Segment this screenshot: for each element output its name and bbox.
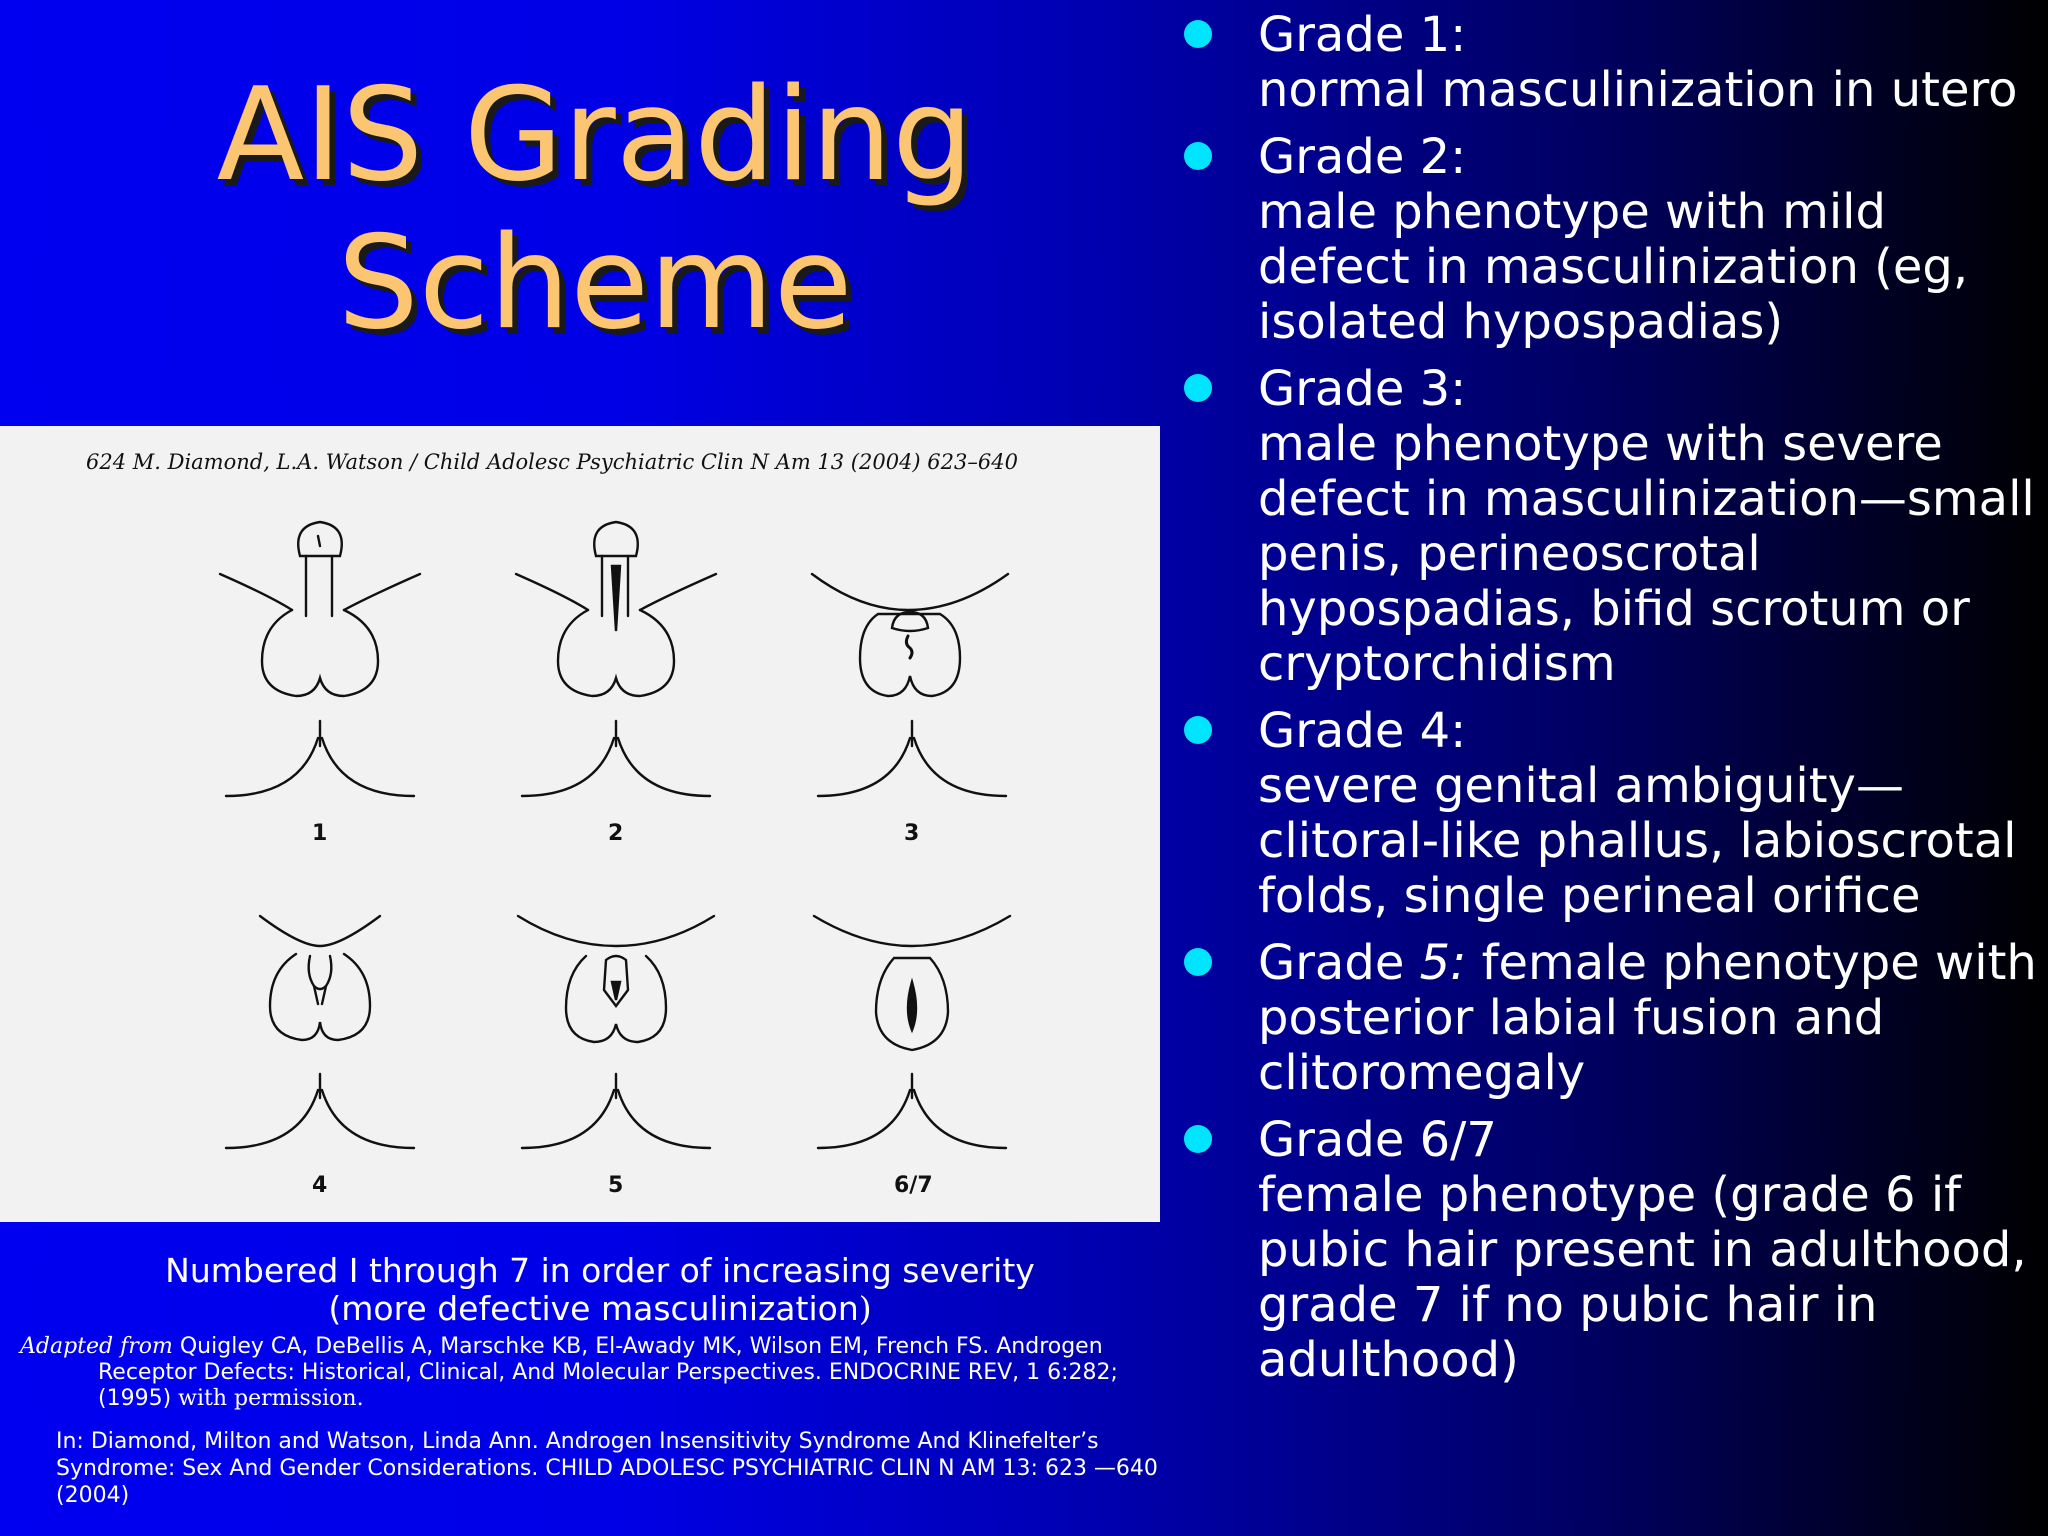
- grade-list: Grade 1: normal masculinization in utero…: [1180, 8, 2040, 1400]
- grading-figure: 624 M. Diamond, L.A. Watson / Child Adol…: [0, 426, 1160, 1222]
- bullet-icon: [1184, 374, 1212, 402]
- grade-6-7-heading: Grade 6/7: [1258, 1112, 1497, 1168]
- bullet-icon: [1184, 1125, 1212, 1153]
- figure-grade-6-7: [812, 914, 1012, 1052]
- citation-permission: with permission.: [171, 1386, 364, 1411]
- grade-1-heading: Grade 1:: [1258, 7, 1467, 63]
- citation-in: In: Diamond, Milton and Watson, Linda An…: [56, 1429, 1158, 1508]
- citation-ref: Quigley CA, DeBellis A, Marschke KB, El-…: [98, 1334, 1118, 1411]
- figure-grade-3: [810, 572, 1010, 698]
- caption-line-1: Numbered I through 7 in order of increas…: [165, 1251, 1035, 1290]
- bullet-icon: [1184, 716, 1212, 744]
- grade-5-description: female phenotype with posterior labial f…: [1258, 935, 2037, 1101]
- grade-item-1: Grade 1: normal masculinization in utero: [1180, 8, 2040, 118]
- caption-line-2: (more defective masculinization): [80, 1290, 1120, 1328]
- figure-label-1: 1: [312, 821, 327, 846]
- grade-4-heading: Grade 4:: [1258, 703, 1467, 759]
- slide-title: AIS Grading Scheme: [0, 62, 1190, 358]
- citation-adapted-from: Adapted from: [20, 1334, 173, 1359]
- figure-row1-legs: [224, 719, 1008, 798]
- figure-label-6-7: 6/7: [894, 1173, 933, 1198]
- figure-label-3: 3: [904, 821, 919, 846]
- bullet-icon: [1184, 142, 1212, 170]
- bullet-icon: [1184, 948, 1212, 976]
- figure-grade-4: [258, 914, 382, 1042]
- figure-grade-5: [516, 914, 716, 1044]
- title-line-1: AIS Grading: [216, 61, 974, 210]
- grade-5-heading-prefix: Grade: [1258, 935, 1420, 991]
- grade-item-5: Grade 5: female phenotype with posterior…: [1180, 936, 2040, 1101]
- citation-adapted: Adapted from Quigley CA, DeBellis A, Mar…: [20, 1334, 1160, 1412]
- caption-line-2-paren: ): [858, 1289, 872, 1328]
- grade-3-heading: Grade 3:: [1258, 361, 1467, 417]
- grade-item-6-7: Grade 6/7 female phenotype (grade 6 if p…: [1180, 1113, 2040, 1388]
- grade-6-7-description: female phenotype (grade 6 if pubic hair …: [1258, 1167, 2027, 1388]
- grade-2-description: male phenotype with mild defect in mascu…: [1258, 184, 1969, 350]
- figure-label-5: 5: [608, 1173, 623, 1198]
- figure-caption: Numbered I through 7 in order of increas…: [80, 1252, 1120, 1328]
- caption-line-2-text: (more defective masculinization: [328, 1289, 859, 1328]
- figure-label-4: 4: [312, 1173, 327, 1198]
- grade-item-4: Grade 4: severe genital ambiguity—clitor…: [1180, 704, 2040, 924]
- grade-3-description: male phenotype with severe defect in mas…: [1258, 416, 2035, 692]
- title-line-2: Scheme: [337, 209, 853, 358]
- grade-2-heading: Grade 2:: [1258, 129, 1467, 185]
- figure-row2-legs: [224, 1072, 1008, 1150]
- grade-5-heading-number: 5:: [1419, 935, 1467, 991]
- grade-1-description: normal masculinization in utero: [1258, 62, 2018, 118]
- figure-label-2: 2: [608, 821, 623, 846]
- grade-4-description: severe genital ambiguity—clitoral-like p…: [1258, 758, 2017, 924]
- grade-item-3: Grade 3: male phenotype with severe defe…: [1180, 362, 2040, 692]
- figure-grade-2: [514, 520, 718, 698]
- grade-item-2: Grade 2: male phenotype with mild defect…: [1180, 130, 2040, 350]
- figure-grade-1: [218, 520, 422, 698]
- grading-diagram: 624 M. Diamond, L.A. Watson / Child Adol…: [86, 450, 1018, 1198]
- bullet-icon: [1184, 20, 1212, 48]
- figure-running-header: 624 M. Diamond, L.A. Watson / Child Adol…: [86, 450, 1018, 474]
